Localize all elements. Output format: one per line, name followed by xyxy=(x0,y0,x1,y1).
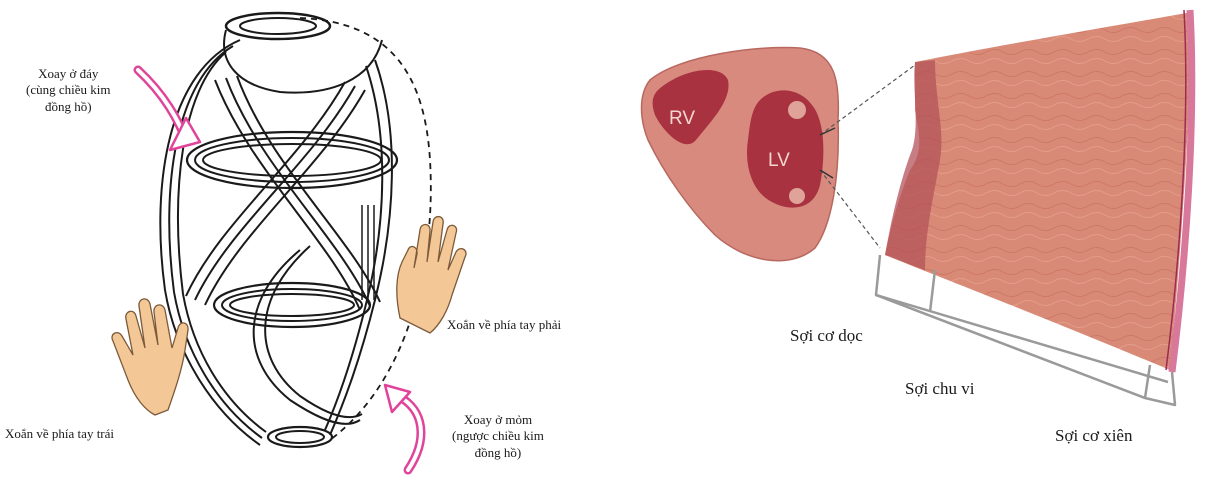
dashed-outline xyxy=(300,18,431,440)
base-rotation-label: Xoay ở đáy (cùng chiều kim đồng hồ) xyxy=(26,66,110,115)
apex-rotation-line-3: đồng hồ) xyxy=(452,445,544,461)
apex-rotation-line-1: Xoay ở mỏm xyxy=(452,412,544,428)
base-rotation-line-3: đồng hồ) xyxy=(26,99,110,115)
base-rotation-line-2: (cùng chiều kim xyxy=(26,82,110,98)
lv-label: LV xyxy=(768,150,790,171)
oblique-fibers-label: Sợi cơ xiên xyxy=(1055,425,1132,446)
circumferential-fibers-label: Sợi chu vi xyxy=(905,378,974,399)
apex-loop xyxy=(268,427,332,447)
rv-label: RV xyxy=(669,108,695,129)
crossing-bands xyxy=(186,76,380,424)
right-hand-twist-label: Xoắn về phía tay phải xyxy=(447,317,561,333)
apex-rotation-line-2: (ngược chiều kim xyxy=(452,428,544,444)
apex-rotation-label: Xoay ở mỏm (ngược chiều kim đồng hồ) xyxy=(452,412,544,461)
longitudinal-fibers-label: Sợi cơ dọc xyxy=(790,325,863,346)
lv-cavity xyxy=(747,90,823,207)
left-hand-twist-label: Xoắn về phía tay trái xyxy=(5,426,114,442)
left-hand-icon xyxy=(112,299,188,415)
upper-rings xyxy=(187,132,397,188)
helical-heart-drawing xyxy=(160,13,431,447)
lower-ring xyxy=(214,283,370,327)
base-opening xyxy=(226,13,330,39)
base-rotation-line-1: Xoay ở đáy xyxy=(26,66,110,82)
cross-section-drawing: RV LV xyxy=(642,10,1193,405)
base-cap xyxy=(224,30,382,93)
base-rotation-arrow-icon xyxy=(138,70,186,140)
right-hand-icon xyxy=(397,217,466,333)
outer-strands xyxy=(160,40,392,445)
apex-rotation-arrow-icon xyxy=(398,396,421,470)
